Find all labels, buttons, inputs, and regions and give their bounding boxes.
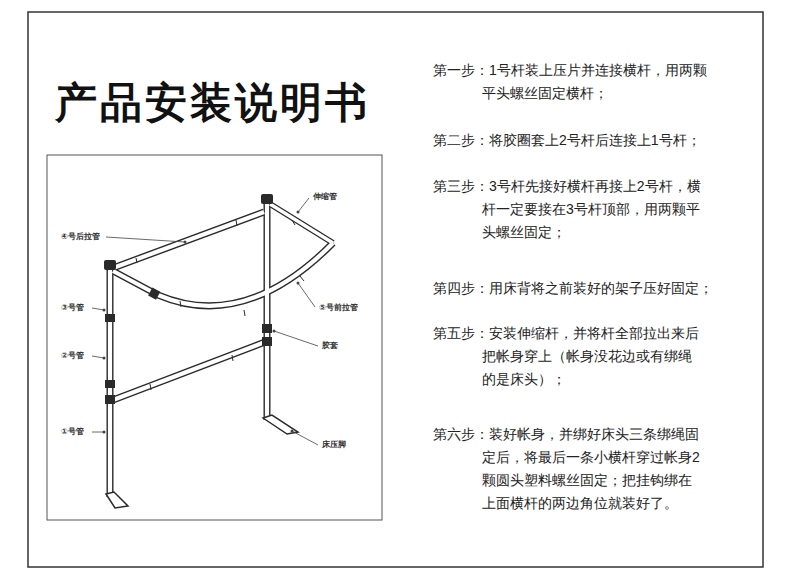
- drawing-stroke: [184, 241, 187, 244]
- drawing-stroke: [298, 283, 315, 307]
- part-label: ⑤号前拉管: [318, 303, 359, 313]
- part-label: 胶套: [321, 341, 339, 351]
- part-label: ②号管: [60, 351, 85, 361]
- drawing-stroke: [103, 357, 106, 360]
- drawing-stroke: [113, 342, 265, 400]
- leader-lines: [92, 198, 318, 445]
- step-text: 第六步：装好帐身，并绑好床头三条绑绳固 定后，将最后一条小横杆穿过帐身2 颗圆头…: [433, 423, 733, 515]
- drawing-stroke: [113, 212, 264, 268]
- step-text: 第一步：1号杆装上压片并连接横杆，用两颗 平头螺丝固定横杆；: [433, 59, 733, 105]
- part-label: 伸缩管: [312, 192, 338, 202]
- part-label: ①号管: [60, 427, 85, 437]
- drawing-stroke: [113, 342, 265, 400]
- drawing-stroke: [262, 337, 272, 346]
- drawing-stroke: [265, 200, 269, 420]
- drawing-stroke: [106, 237, 185, 242]
- drawing-stroke: [136, 220, 304, 390]
- drawing-stroke: [263, 415, 298, 434]
- drawing-stroke: [158, 243, 333, 306]
- drawing-stroke: [106, 492, 128, 508]
- drawing-stroke: [105, 380, 115, 388]
- drawing-stroke: [261, 194, 273, 204]
- step-text: 第三步：3号杆先接好横杆再接上2号杆，横 杆一定要接在3号杆顶部，用两颗平 头螺…: [433, 175, 733, 244]
- drawing-stroke: [274, 331, 318, 346]
- part-label: 床压脚: [321, 440, 347, 450]
- drawing-stroke: [264, 200, 271, 420]
- bed-foot: [106, 415, 298, 508]
- drawing-stroke: [270, 204, 333, 243]
- leader-dots: [103, 211, 300, 434]
- drawing-stroke: [292, 431, 318, 445]
- pipe-body: [110, 200, 333, 497]
- figure-frame: [47, 155, 382, 520]
- part-label: ③号管: [60, 303, 85, 313]
- step-text: 第二步：将胶圈套上2号杆后连接上1号杆；: [433, 129, 733, 152]
- joint-caps: [104, 194, 273, 404]
- drawing-stroke: [270, 204, 333, 243]
- screw-marks: [136, 220, 304, 390]
- drawing-stroke: [103, 431, 106, 434]
- drawing-stroke: [297, 282, 300, 285]
- step-text: 第四步：用床背将之前装好的架子压好固定；: [433, 277, 733, 300]
- drawing-stroke: [148, 288, 160, 300]
- drawing-stroke: [104, 260, 116, 270]
- drawing-stroke: [273, 330, 276, 333]
- drawing-stroke: [113, 212, 264, 268]
- drawing-stroke: [103, 309, 106, 312]
- page-title: 产品安装说明书: [55, 82, 370, 124]
- drawing-stroke: [298, 198, 309, 212]
- drawing-stroke: [291, 430, 294, 433]
- pipe-outline: [110, 200, 333, 497]
- drawing-stroke: [158, 243, 333, 306]
- part-label: ④号后拉管: [60, 232, 101, 242]
- drawing-stroke: [297, 211, 300, 214]
- step-text: 第五步：安装伸缩杆，并将杆全部拉出来后 把帐身穿上（帐身没花边或有绑绳 的是床头…: [433, 322, 733, 391]
- page-border: [28, 12, 763, 567]
- drawing-stroke: [92, 432, 104, 433]
- drawing-stroke: [92, 308, 104, 310]
- drawing-stroke: [105, 395, 115, 404]
- drawing-stroke: [92, 356, 104, 358]
- drawing-stroke: [105, 314, 115, 322]
- drawing-stroke: [262, 324, 272, 333]
